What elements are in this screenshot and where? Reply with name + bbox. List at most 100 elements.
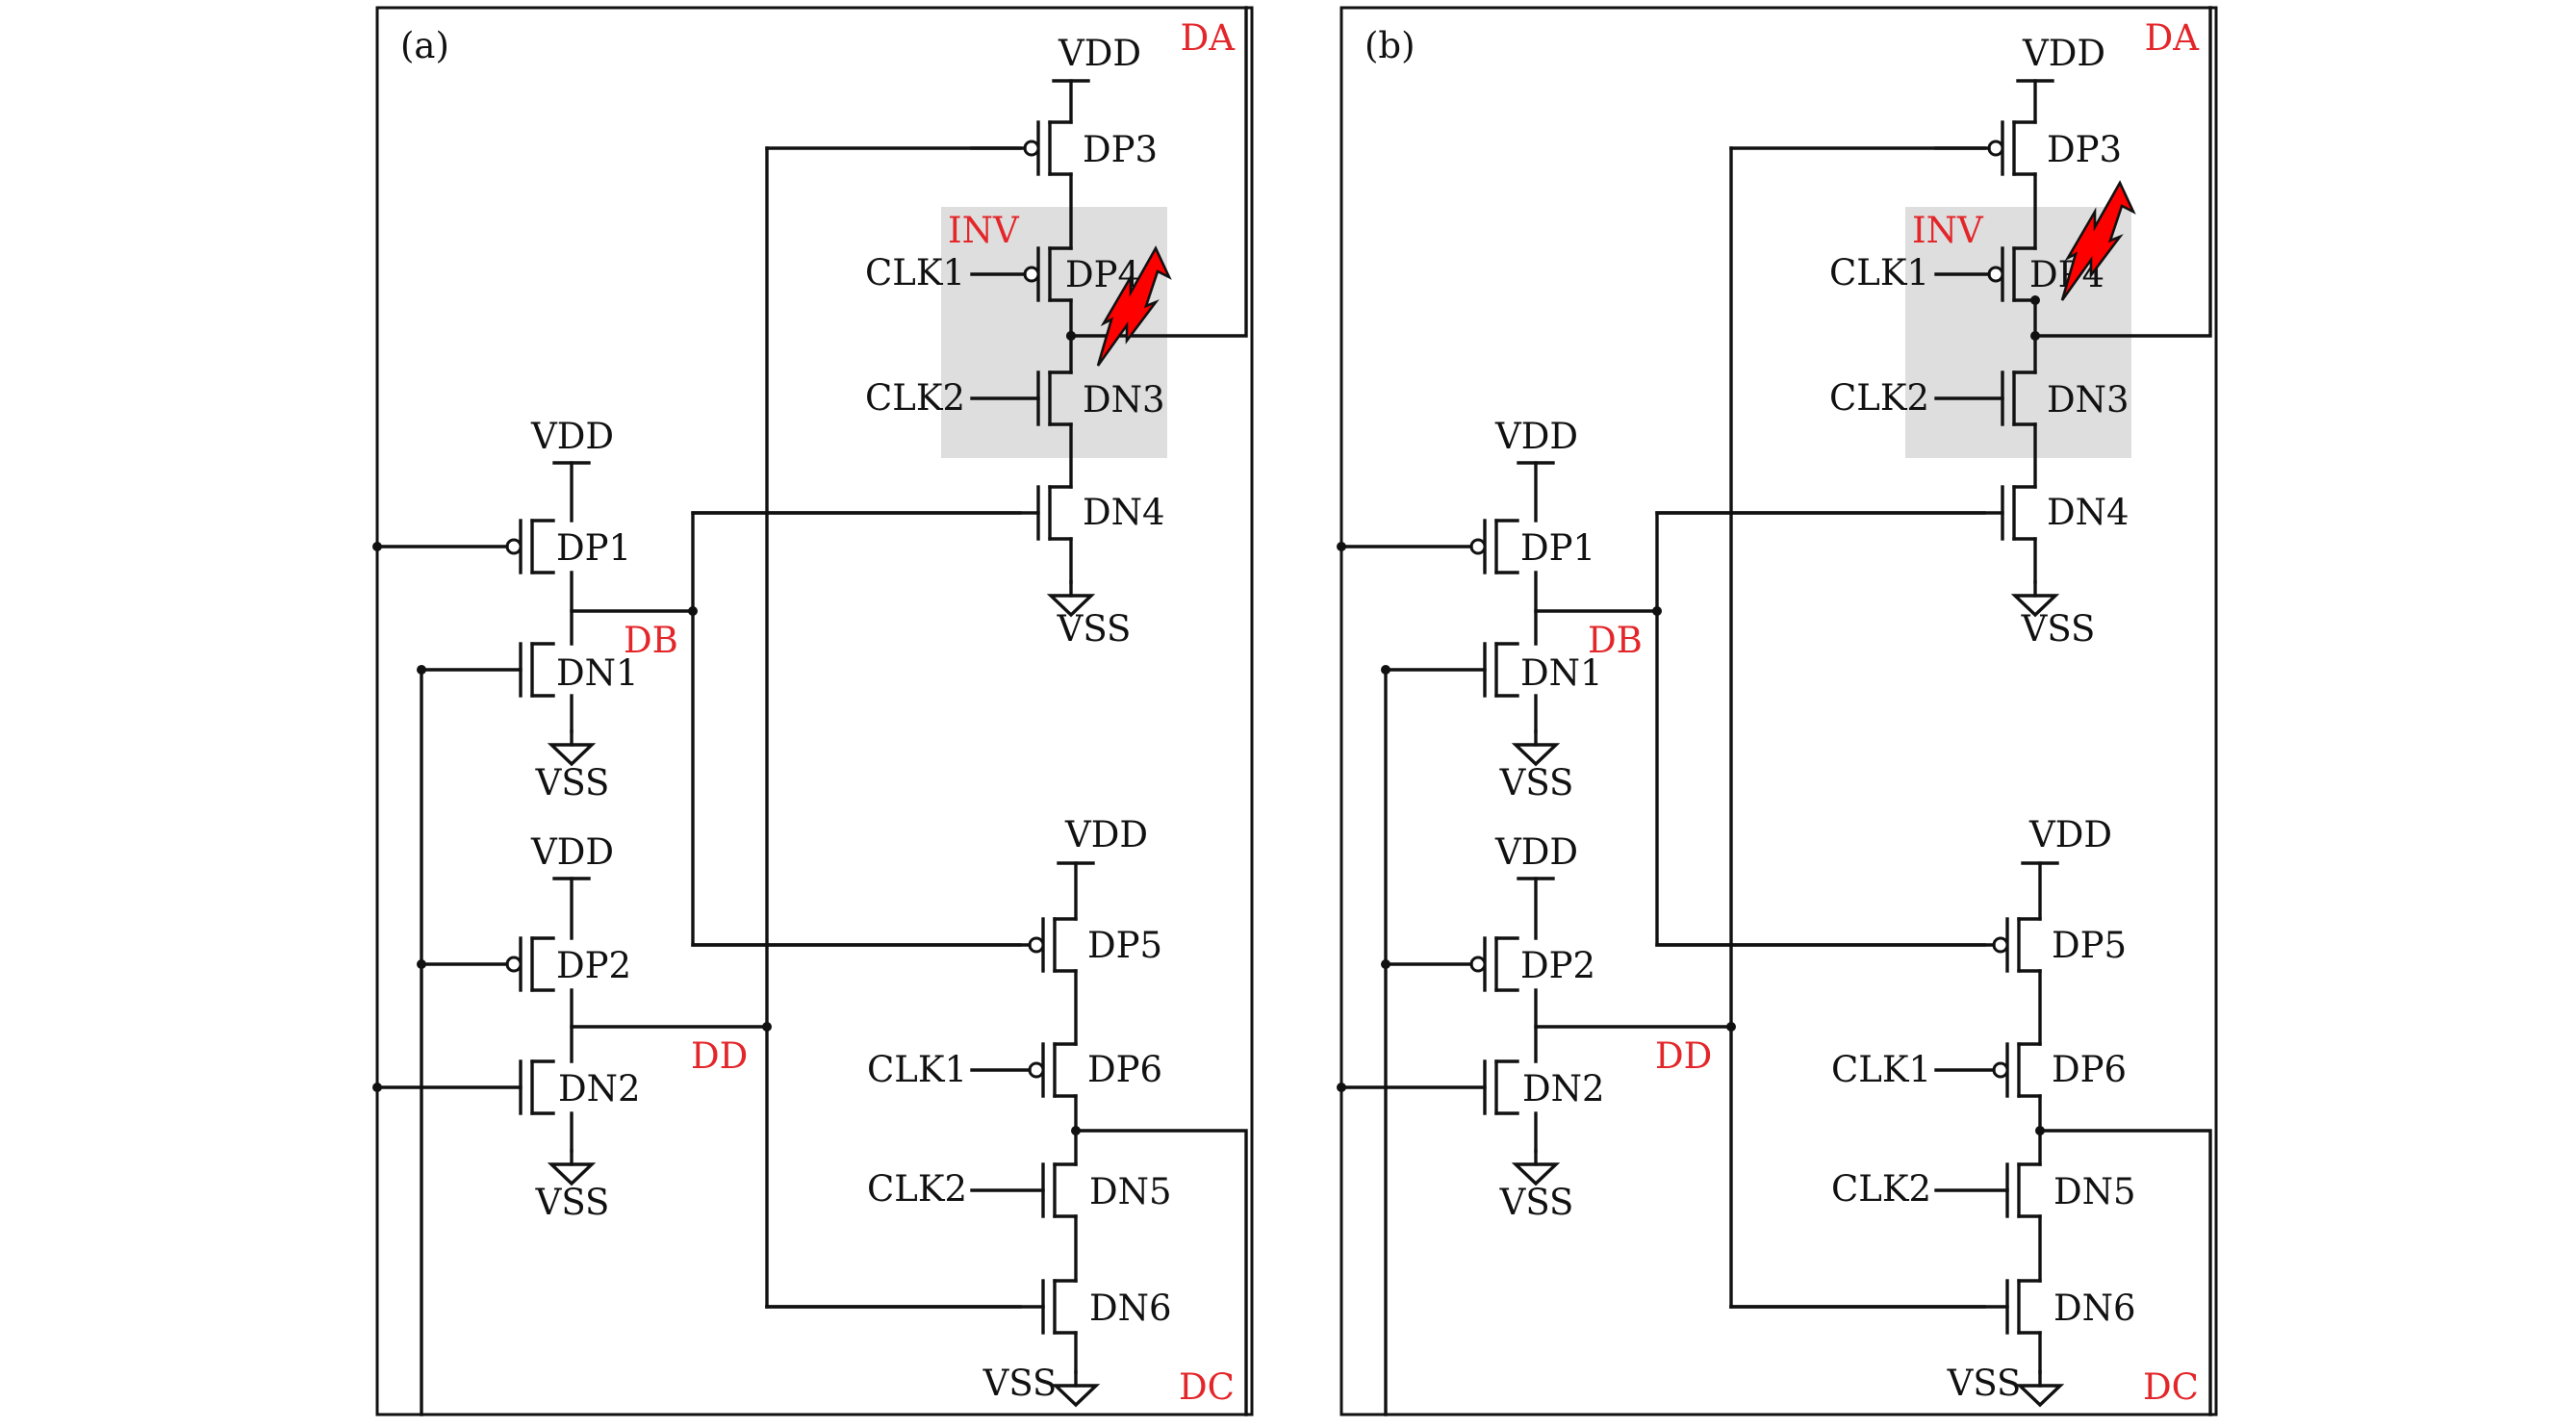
dn3-label: DN3 — [1083, 379, 1165, 421]
node-db-label: DB — [1588, 620, 1643, 661]
junction-dot-icon — [372, 1083, 382, 1092]
ground-triangle-icon — [2015, 1370, 2065, 1408]
dp1-label: DP1 — [556, 527, 631, 569]
dn5-label: DN5 — [1089, 1171, 1172, 1212]
ground-triangle-icon — [547, 729, 597, 767]
ground-triangle — [547, 743, 597, 767]
dn6-label: DN6 — [1089, 1288, 1172, 1329]
dn1-transistor — [1384, 642, 1519, 698]
dp2-transistor — [420, 936, 555, 992]
ground-triangle — [1051, 1384, 1101, 1408]
dn2-transistor — [1339, 1059, 1519, 1115]
dn2-label: DN2 — [558, 1068, 641, 1109]
vdd-label-top: VDD — [2022, 33, 2105, 74]
ground-triangle-icon — [547, 1149, 597, 1186]
ground-triangle — [2010, 594, 2060, 618]
dp5-label: DP5 — [1087, 925, 1162, 966]
vdd-label-top: VDD — [1058, 33, 1141, 74]
pmos-bubble-icon — [1992, 1061, 2009, 1079]
vdd-label-inv2: VDD — [1494, 831, 1578, 873]
junction-dot-icon — [1381, 665, 1390, 675]
dp3-label: DP3 — [2047, 129, 2122, 170]
dn1-label: DN1 — [556, 652, 639, 694]
clk1-label-top: CLK1 — [865, 252, 965, 293]
dp6-transistor — [1934, 1042, 2042, 1098]
clk2-label-top: CLK2 — [865, 377, 965, 419]
dn3-transistor — [1934, 370, 2037, 426]
panel-b: (b)INVVDDDP3DP4CLK1DN3CLK2DN4VSSDAVDDDP5… — [1337, 6, 2218, 1416]
vss-label-inv2: VSS — [535, 1182, 610, 1223]
dn4-label: DN4 — [1083, 492, 1165, 533]
clk1-label-bottom: CLK1 — [867, 1049, 967, 1090]
clk2-label-bottom: CLK2 — [867, 1168, 967, 1210]
node-db-label: DB — [624, 620, 678, 661]
dn4-label: DN4 — [2047, 492, 2130, 533]
pmos-bubble-icon — [505, 538, 523, 555]
dp6-transistor — [970, 1042, 1078, 1098]
junction-dot-icon — [417, 959, 426, 969]
dp6-label: DP6 — [1087, 1049, 1162, 1090]
panel-label: (b) — [1365, 25, 1416, 66]
pmos-bubble-icon — [1987, 140, 2004, 157]
vss-label-bottom: VSS — [982, 1363, 1058, 1404]
pmos-bubble-icon — [1469, 956, 1487, 973]
wire-node-dc — [1074, 1129, 1248, 1416]
vdd-label-bottom: VDD — [1064, 814, 1148, 855]
vss-label-top: VSS — [2021, 608, 2096, 650]
panel-frame — [375, 6, 1254, 1416]
pmos-bubble-icon — [1023, 140, 1040, 157]
dp2-transistor — [1384, 936, 1519, 992]
pmos-bubble-icon — [1992, 936, 2009, 954]
inv-label: INV — [948, 210, 1020, 251]
vdd-label-inv1: VDD — [530, 416, 614, 457]
dp4-transistor — [1934, 246, 2037, 302]
dn6-label: DN6 — [2053, 1288, 2136, 1329]
vss-label-bottom: VSS — [1947, 1363, 2022, 1404]
panel-a: (a)INVVDDDP3DP4CLK1DN3CLK2DN4VSSDAVDDDP5… — [372, 6, 1254, 1416]
junction-dot-icon — [372, 542, 382, 551]
vss-label-inv1: VSS — [535, 762, 610, 803]
node-da-label: DA — [1181, 17, 1237, 59]
ground-triangle — [2015, 1384, 2065, 1408]
node-da-label: DA — [2145, 17, 2201, 59]
ground-triangle — [1511, 743, 1561, 767]
dp1-transistor — [375, 519, 555, 574]
ground-triangle — [547, 1162, 597, 1186]
ground-triangle-icon — [1046, 580, 1096, 618]
junction-dot-icon — [1337, 1083, 1346, 1092]
dp2-label: DP2 — [556, 945, 631, 986]
dp2-label: DP2 — [1520, 945, 1595, 986]
vdd-label-bottom: VDD — [2028, 814, 2112, 855]
node-dc-label: DC — [2143, 1366, 2199, 1408]
pmos-bubble-icon — [1023, 266, 1040, 283]
dp1-transistor — [1339, 519, 1519, 574]
dn5-label: DN5 — [2053, 1171, 2136, 1212]
ground-triangle-icon — [2010, 580, 2060, 618]
node-dc-label: DC — [1179, 1366, 1235, 1408]
dn3-label: DN3 — [2047, 379, 2130, 421]
panel-label: (a) — [400, 25, 449, 66]
pmos-bubble-icon — [505, 956, 523, 973]
pmos-bubble-icon — [1028, 936, 1045, 954]
clk1-label-top: CLK1 — [1829, 252, 1929, 293]
pmos-bubble-icon — [1987, 266, 2004, 283]
panel-frame — [1339, 6, 2218, 1416]
dn3-transistor — [970, 370, 1073, 426]
dn5-transistor — [970, 1162, 1078, 1218]
node-dd-label: DD — [1655, 1035, 1712, 1077]
ground-triangle-icon — [1511, 1149, 1561, 1186]
dn2-label: DN2 — [1522, 1068, 1605, 1109]
dp6-label: DP6 — [2052, 1049, 2127, 1090]
lightning-bolt-icon — [1096, 245, 1172, 367]
vdd-label-inv1: VDD — [1494, 416, 1578, 457]
node-dd-label: DD — [691, 1035, 748, 1077]
vss-label-inv1: VSS — [1499, 762, 1574, 803]
dp1-label: DP1 — [1520, 527, 1595, 569]
vdd-label-inv2: VDD — [530, 831, 614, 873]
vss-label-inv2: VSS — [1499, 1182, 1574, 1223]
clk1-label-bottom: CLK1 — [1831, 1049, 1931, 1090]
junction-dot-icon — [1381, 959, 1390, 969]
dn1-transistor — [420, 642, 555, 698]
